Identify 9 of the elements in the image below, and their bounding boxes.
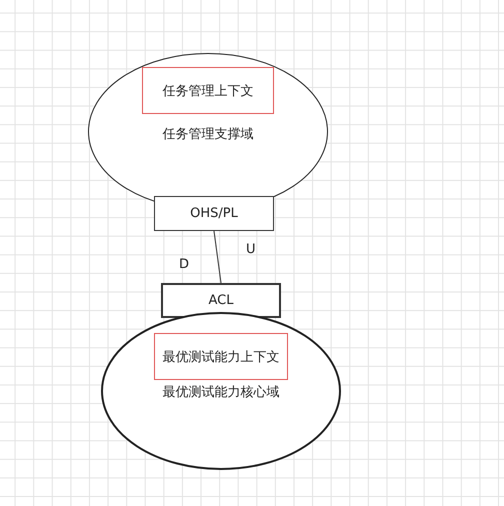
edge-end-label: U	[246, 242, 256, 257]
edge-end-label: D	[179, 257, 190, 272]
process-box: ACL	[161, 283, 281, 318]
process-box: OHS/PL	[154, 196, 274, 231]
connector-line	[214, 230, 222, 284]
context-box: 任务管理上下文	[142, 67, 274, 114]
domain-label: 任务管理支撑域	[162, 126, 254, 143]
domain-label: 最优测试能力核心域	[162, 384, 280, 401]
context-box: 最优测试能力上下文	[154, 333, 288, 380]
